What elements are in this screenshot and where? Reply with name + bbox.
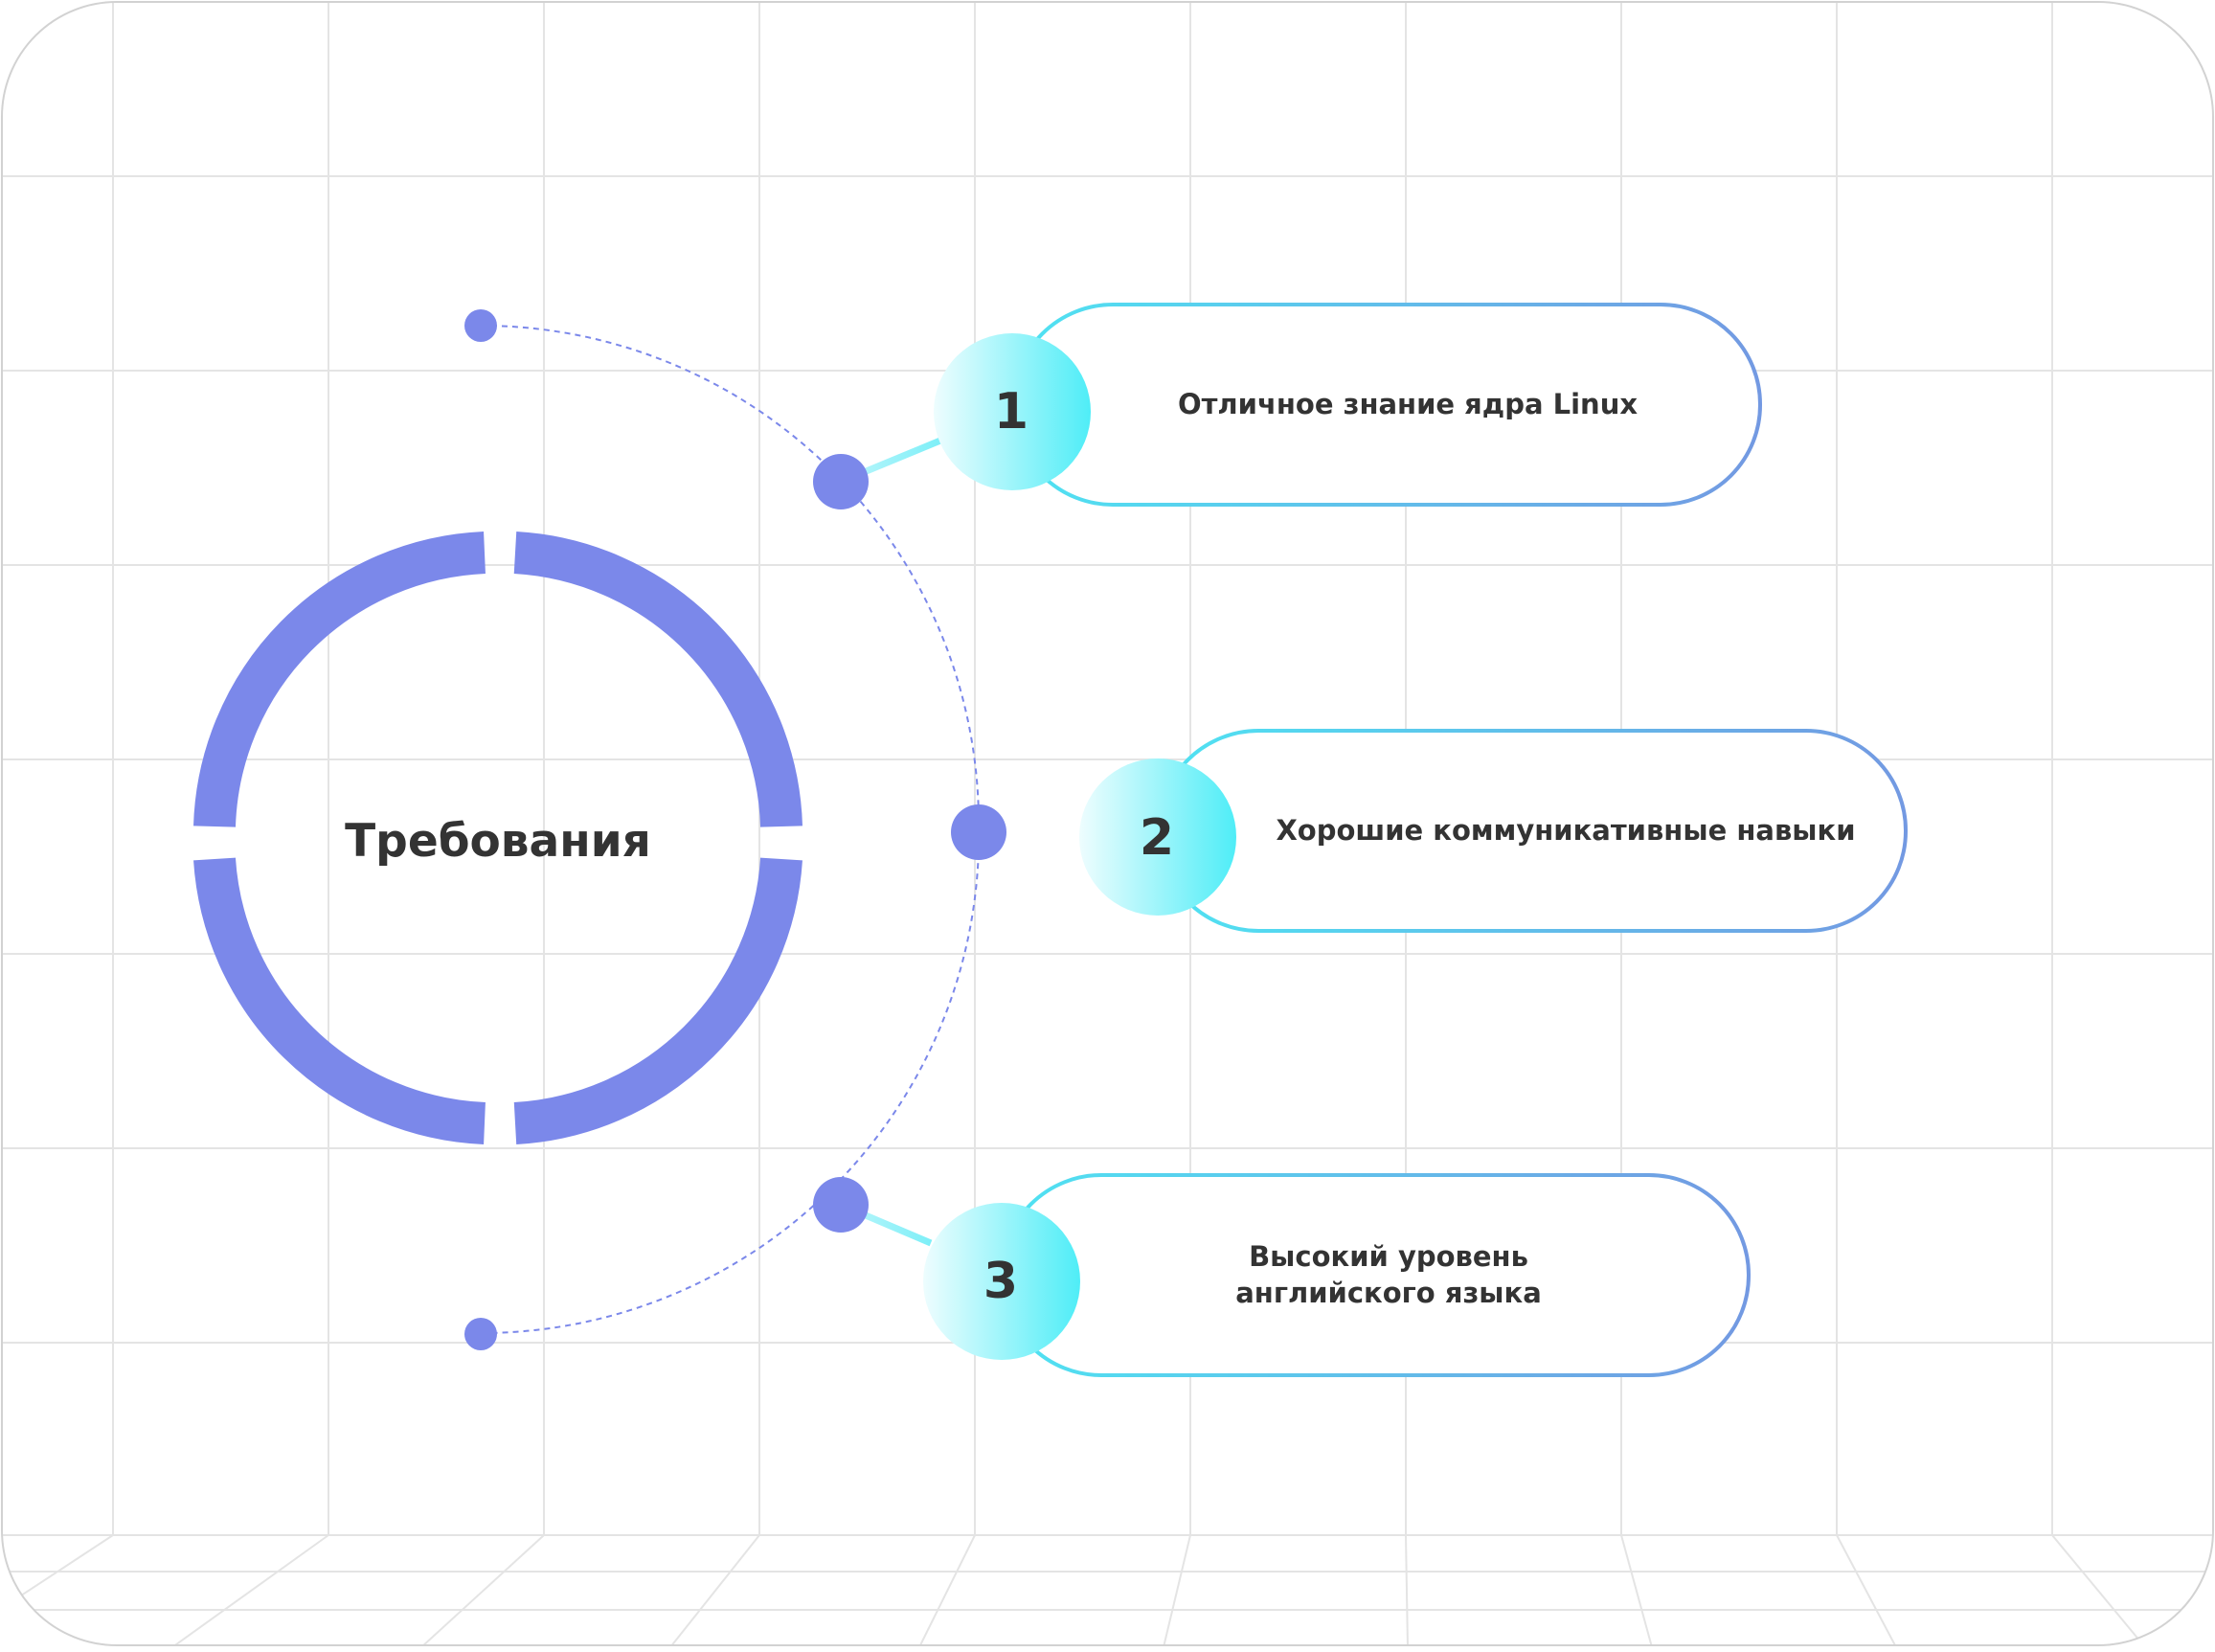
item-text-2: Хорошие коммуникативные навыки <box>1276 814 1856 847</box>
arc-node-1 <box>813 454 869 509</box>
arc-node-3 <box>813 1177 869 1233</box>
hub-ring <box>193 532 802 1144</box>
item-number-1: 1 <box>993 383 1029 441</box>
item-text-3: Высокий уровень английского языка <box>1235 1240 1542 1309</box>
item-text-1: Отличное знание ядра Linux <box>1177 388 1639 420</box>
item-number-2: 2 <box>1139 809 1175 867</box>
number-badge-2 <box>1079 758 1236 916</box>
arc-end-dot-top <box>464 309 497 342</box>
arc-end-dot-bottom <box>464 1318 497 1350</box>
number-badge-1 <box>934 333 1091 490</box>
hub-title: Требования <box>345 815 651 868</box>
item-number-3: 3 <box>983 1253 1019 1310</box>
arc-node-2 <box>951 804 1006 860</box>
number-badge-3 <box>923 1203 1080 1360</box>
